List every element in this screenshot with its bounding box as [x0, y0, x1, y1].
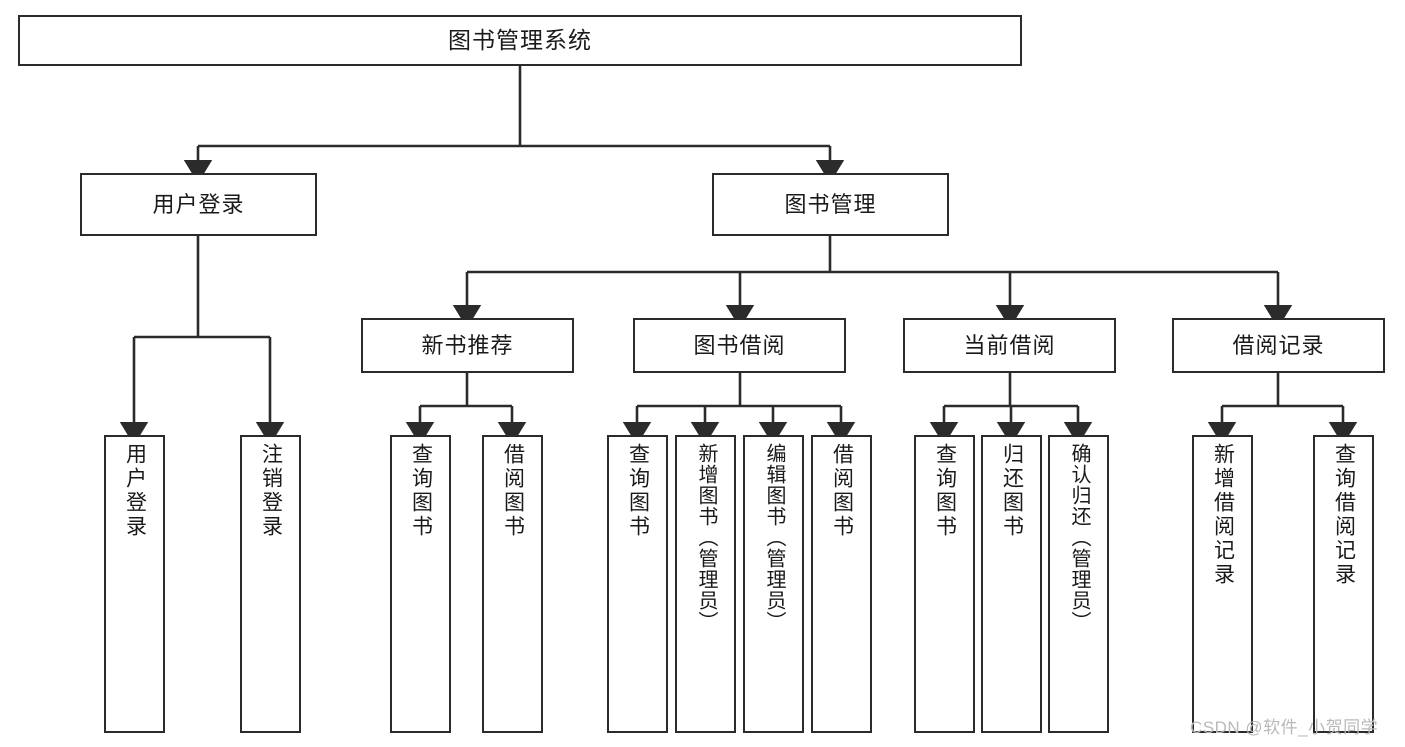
- node-label: 编辑图书（管理员）: [763, 443, 785, 632]
- leaf-book-borrow-borrow-book[interactable]: 借阅图书: [811, 435, 872, 733]
- node-label: 图书管理: [784, 191, 877, 217]
- node-label: 注销登录: [259, 443, 283, 539]
- node-label: 借阅记录: [1232, 332, 1325, 358]
- leaf-book-borrow-query-book[interactable]: 查询图书: [607, 435, 668, 733]
- node-book-borrow[interactable]: 图书借阅: [633, 318, 846, 373]
- leaf-new-book-query-book[interactable]: 查询图书: [390, 435, 451, 733]
- node-label: 当前借阅: [963, 332, 1056, 358]
- node-label: 查询图书: [626, 443, 650, 539]
- leaf-borrow-record-add-record[interactable]: 新增借阅记录: [1192, 435, 1253, 733]
- node-label: 用户登录: [152, 191, 245, 217]
- csdn-watermark: CSDN @软件_小贺同学: [1190, 718, 1379, 737]
- node-borrow-record[interactable]: 借阅记录: [1172, 318, 1385, 373]
- leaf-user-login-logout[interactable]: 注销登录: [240, 435, 301, 733]
- node-label: 新书推荐: [421, 332, 514, 358]
- leaf-current-borrow-query-book[interactable]: 查询图书: [914, 435, 975, 733]
- leaf-new-book-borrow-book[interactable]: 借阅图书: [482, 435, 543, 733]
- leaf-current-borrow-return-book[interactable]: 归还图书: [981, 435, 1042, 733]
- node-label: 确认归还（管理员）: [1068, 443, 1090, 632]
- node-label: 查询图书: [409, 443, 433, 539]
- node-label: 新增图书（管理员）: [695, 443, 717, 632]
- node-label: 新增借阅记录: [1211, 443, 1235, 587]
- node-label: 用户登录: [123, 443, 147, 539]
- node-label: 图书借阅: [693, 332, 786, 358]
- node-label: 图书管理系统: [448, 27, 592, 54]
- node-label: 归还图书: [1000, 443, 1024, 539]
- node-label: 查询借阅记录: [1332, 443, 1356, 587]
- node-label: 借阅图书: [501, 443, 525, 539]
- node-label: 查询图书: [933, 443, 957, 539]
- leaf-borrow-record-query-record[interactable]: 查询借阅记录: [1313, 435, 1374, 733]
- node-root-book-management-system[interactable]: 图书管理系统: [18, 15, 1022, 66]
- node-label: 借阅图书: [830, 443, 854, 539]
- node-new-book-recommend[interactable]: 新书推荐: [361, 318, 574, 373]
- node-user-login[interactable]: 用户登录: [80, 173, 317, 236]
- node-current-borrow[interactable]: 当前借阅: [903, 318, 1116, 373]
- leaf-book-borrow-add-book-admin[interactable]: 新增图书（管理员）: [675, 435, 736, 733]
- leaf-book-borrow-edit-book-admin[interactable]: 编辑图书（管理员）: [743, 435, 804, 733]
- node-book-management[interactable]: 图书管理: [712, 173, 949, 236]
- leaf-current-borrow-confirm-return-admin[interactable]: 确认归还（管理员）: [1048, 435, 1109, 733]
- leaf-user-login-login[interactable]: 用户登录: [104, 435, 165, 733]
